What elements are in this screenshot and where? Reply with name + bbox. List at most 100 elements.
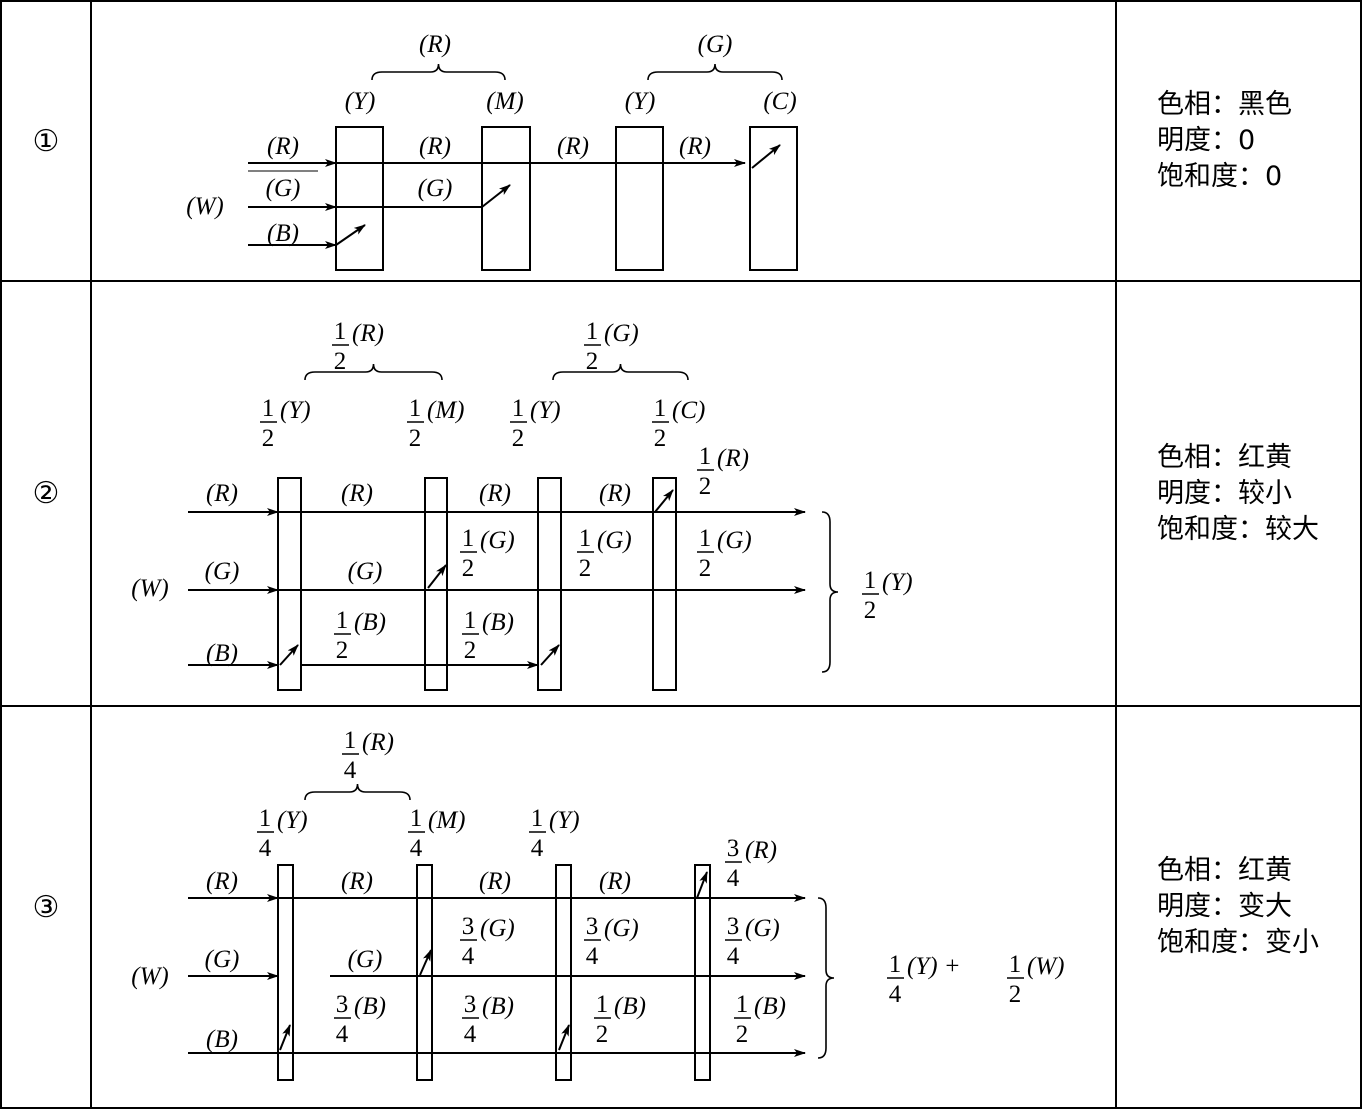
combine-brace: [304, 783, 411, 801]
light-ray-line: [540, 644, 560, 666]
color-label: (G): [745, 915, 780, 942]
fraction-numerator: 1: [586, 318, 599, 345]
lightness-text: 明度：较小: [1157, 477, 1292, 509]
color-label: (W): [131, 575, 168, 602]
fraction-numerator: 1: [336, 607, 349, 634]
filter-box: [537, 477, 562, 691]
color-label: (M): [486, 88, 523, 115]
fraction-denominator: 2: [512, 425, 525, 452]
fraction-numerator: 1: [596, 991, 609, 1018]
fraction-numerator: 3: [462, 913, 475, 940]
color-label: (W): [1027, 953, 1064, 980]
color-label: (G): [604, 915, 639, 942]
color-label: (G): [205, 558, 240, 585]
color-label: (R): [717, 445, 749, 472]
color-label: (G): [348, 558, 383, 585]
color-label: (R): [679, 133, 711, 160]
color-label: (B): [614, 993, 646, 1020]
light-ray-line: [427, 564, 447, 589]
fraction-denominator: 4: [727, 865, 740, 892]
filter-box: [555, 864, 572, 1081]
fraction-numerator: 1: [409, 395, 422, 422]
color-label: (Y): [530, 397, 561, 424]
fraction-denominator: 4: [727, 943, 740, 970]
color-label: (G): [418, 175, 453, 202]
light-ray-line: [279, 1024, 291, 1051]
fraction-denominator: 2: [586, 348, 599, 375]
color-label: (G): [604, 320, 639, 347]
fraction-numerator: 1: [654, 395, 667, 422]
fraction-denominator: 2: [262, 425, 275, 452]
color-label: (G): [480, 915, 515, 942]
light-ray-line: [279, 644, 299, 666]
fraction-denominator: 2: [736, 1021, 749, 1048]
hue-text: 色相：红黄: [1157, 855, 1292, 886]
fraction-denominator: 2: [654, 425, 667, 452]
fraction-numerator: 1: [462, 525, 475, 552]
saturation-text: 饱和度：0: [1157, 161, 1283, 192]
color-label: (G): [205, 946, 240, 973]
fraction-denominator: 4: [336, 1021, 349, 1048]
fraction-numerator: 3: [464, 991, 477, 1018]
color-label: (G): [266, 175, 301, 202]
color-label: (B): [482, 993, 514, 1020]
color-label: (B): [754, 993, 786, 1020]
filter-box: [416, 864, 433, 1081]
fraction-numerator: 3: [336, 991, 349, 1018]
color-label: (W): [131, 963, 168, 990]
color-label: (C): [763, 88, 796, 115]
fraction-numerator: 1: [262, 395, 275, 422]
result-brace: [817, 897, 835, 1059]
color-label: (R): [419, 31, 451, 58]
fraction-numerator: 1: [464, 607, 477, 634]
color-label: (W): [186, 193, 223, 220]
filter-box: [335, 126, 384, 271]
combine-brace: [304, 363, 443, 381]
fraction-numerator: 1: [410, 805, 423, 832]
color-label: (B): [206, 640, 238, 667]
fraction-denominator: 2: [864, 597, 877, 624]
fraction-numerator: 1: [889, 951, 902, 978]
light-ray-line: [481, 184, 511, 208]
fraction-denominator: 4: [344, 757, 357, 784]
color-label: (M): [427, 397, 464, 424]
filter-box: [694, 864, 711, 1081]
combine-brace: [647, 63, 783, 81]
color-label: (R): [267, 133, 299, 160]
fraction-denominator: 2: [462, 555, 475, 582]
color-label: (C): [672, 397, 705, 424]
color-label: (B): [354, 993, 386, 1020]
fraction-numerator: 1: [864, 567, 877, 594]
color-label: (R): [341, 480, 373, 507]
color-label: (Y): [882, 569, 913, 596]
color-label: (B): [354, 609, 386, 636]
color-label: (R): [745, 837, 777, 864]
filter-box: [652, 477, 677, 691]
combine-brace: [552, 363, 689, 381]
saturation-text: 饱和度：变小: [1157, 927, 1319, 958]
color-label: (R): [206, 480, 238, 507]
fraction-denominator: 4: [531, 835, 544, 862]
fraction-numerator: 1: [579, 525, 592, 552]
fraction-denominator: 4: [259, 835, 272, 862]
lightness-text: 明度：变大: [1157, 891, 1292, 922]
color-label: (Y): [549, 807, 580, 834]
color-label: (Y): [280, 397, 311, 424]
fraction-denominator: 2: [1009, 981, 1022, 1008]
color-label: (Y): [345, 88, 376, 115]
saturation-text: 饱和度：较大: [1157, 513, 1319, 545]
light-ray-line: [558, 1024, 570, 1051]
fraction-denominator: 2: [596, 1021, 609, 1048]
fraction-denominator: 2: [579, 555, 592, 582]
color-label: (Y) +: [907, 953, 961, 980]
filter-box: [424, 477, 448, 691]
color-label: (G): [480, 527, 515, 554]
light-ray-line: [696, 871, 708, 899]
fraction-denominator: 2: [409, 425, 422, 452]
color-label: (R): [479, 480, 511, 507]
color-label: (G): [348, 946, 383, 973]
color-label: (R): [479, 868, 511, 895]
fraction-numerator: 1: [1009, 951, 1022, 978]
filter-box: [615, 126, 664, 271]
